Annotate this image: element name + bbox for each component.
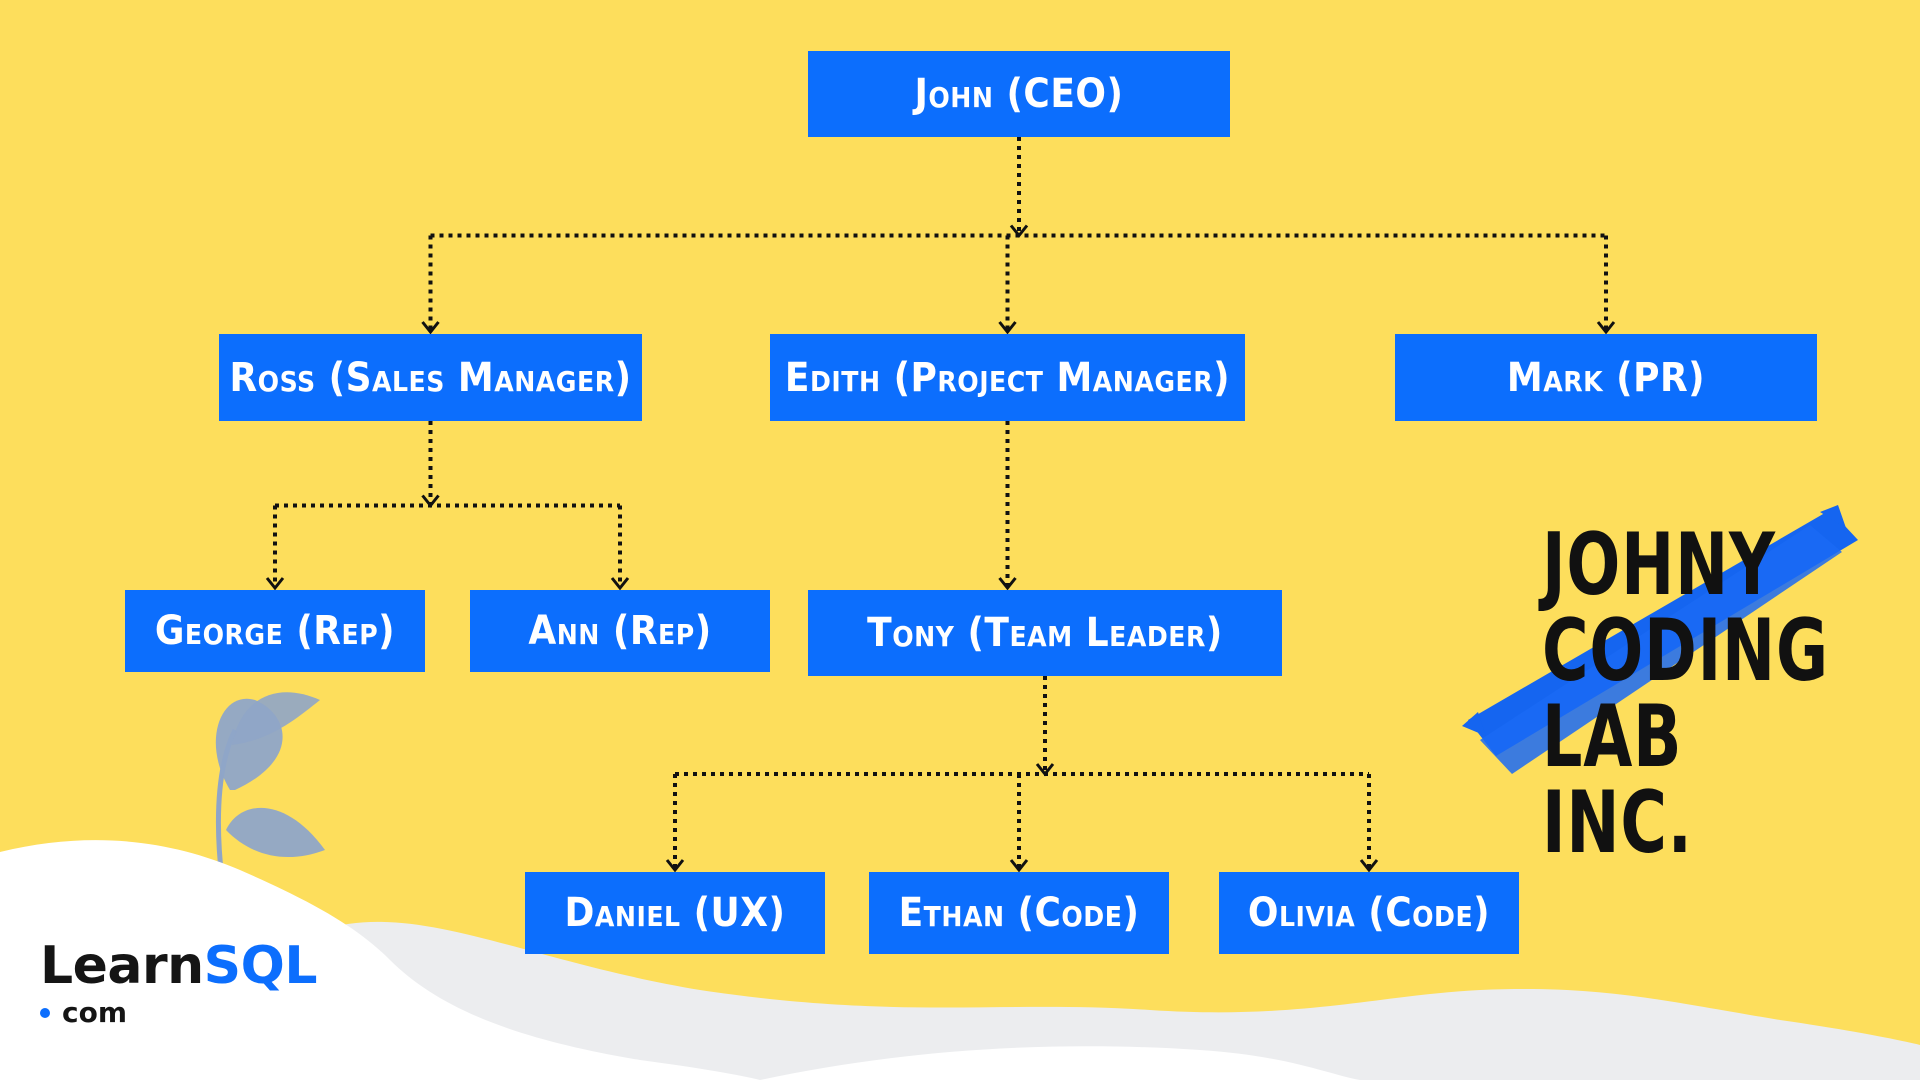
arrowhead-icon [1596, 321, 1616, 335]
logo-dot-icon [40, 1007, 50, 1018]
arrowhead-icon [998, 321, 1017, 335]
arrowhead-icon [265, 577, 285, 591]
learnsql-logo[interactable]: LearnSQL com [40, 940, 317, 1029]
node-edith-project-manager: Edith (Project Manager) [770, 334, 1245, 421]
wave-white [0, 840, 760, 1080]
node-george-rep: George (Rep) [125, 590, 425, 672]
logo-domain-text: com [62, 996, 128, 1029]
plant-icon [215, 692, 325, 881]
node-mark-pr: Mark (PR) [1395, 334, 1817, 421]
company-name-line-1: JOHNY [1542, 515, 1776, 615]
arrowhead-icon [421, 321, 440, 335]
brush-stroke [1462, 505, 1858, 774]
node-ross-sales-manager: Ross (Sales Manager) [219, 334, 642, 421]
arrowhead-icon [1359, 859, 1379, 873]
node-olivia-code: Olivia (Code) [1219, 872, 1519, 954]
node-john-ceo: John (CEO) [808, 51, 1230, 137]
logo-sql-text: SQL [203, 936, 318, 996]
company-name-line-3: LAB INC. [1542, 687, 1693, 873]
arrowhead-icon [998, 577, 1017, 591]
arrowhead-icon [1009, 859, 1029, 873]
company-name: JOHNY CODING LAB INC. [1542, 522, 1852, 866]
node-daniel-ux: Daniel (UX) [525, 872, 825, 954]
arrowhead-icon [665, 859, 685, 873]
logo-domain: com [40, 996, 317, 1029]
node-ann-rep: Ann (Rep) [470, 590, 770, 672]
logo-learn-text: Learn [40, 936, 204, 996]
logo-wordmark: LearnSQL [40, 940, 317, 992]
company-name-line-2: CODING [1542, 601, 1829, 701]
node-tony-team-leader: Tony (Team Leader) [808, 590, 1282, 676]
arrowhead-icon [610, 577, 630, 591]
node-ethan-code: Ethan (Code) [869, 872, 1169, 954]
